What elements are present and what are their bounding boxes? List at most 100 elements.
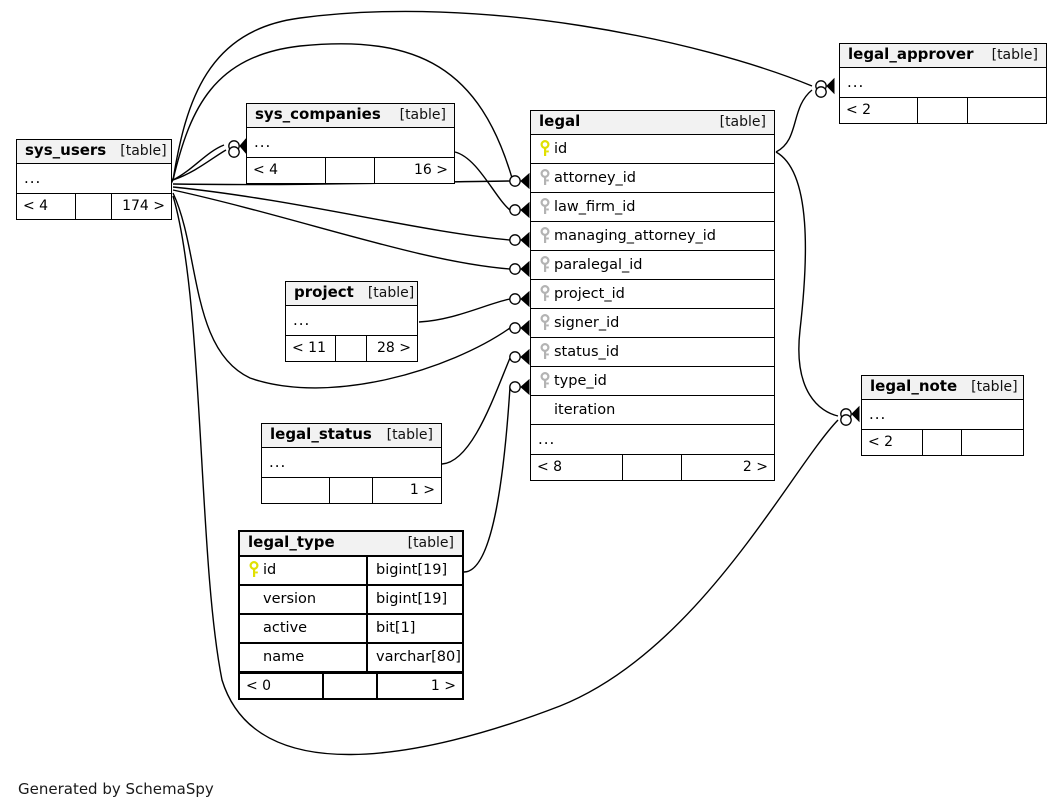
- primary-key-icon: [539, 139, 551, 158]
- table-legal-status[interactable]: legal_status [table] ... 1 >: [261, 423, 442, 504]
- column-name-cell: managing_attorney_id: [531, 226, 774, 245]
- column-row-id[interactable]: id: [531, 135, 774, 164]
- column-label: active: [263, 620, 308, 637]
- foreign-key-icon: [539, 342, 551, 361]
- table-footer: 1 >: [262, 476, 441, 503]
- column-label: attorney_id: [554, 169, 637, 186]
- primary-key-icon: [248, 561, 260, 579]
- footer-children-count: 1 >: [409, 482, 435, 499]
- column-row-status-id[interactable]: status_id: [531, 338, 774, 367]
- footer-parents-count: < 0: [240, 673, 325, 698]
- table-project[interactable]: project [table] ... < 11 28 >: [285, 281, 418, 362]
- column-row-id[interactable]: id bigint[19]: [240, 556, 462, 586]
- table-legal-approver[interactable]: legal_approver [table] ... < 2: [839, 43, 1047, 124]
- column-label: iteration: [554, 401, 616, 418]
- footer-middle: [918, 97, 968, 123]
- collapsed-columns-ellipsis: ...: [262, 448, 441, 478]
- table-name: sys_users: [25, 141, 107, 159]
- table-name: legal_status: [270, 425, 372, 443]
- foreign-key-icon: [539, 197, 551, 216]
- collapsed-columns-ellipsis: ...: [247, 128, 454, 158]
- footer-middle: [324, 673, 378, 698]
- column-name-cell: version: [240, 591, 366, 607]
- table-legal-note[interactable]: legal_note [table] ... < 2: [861, 375, 1024, 456]
- table-tag: [table]: [367, 284, 415, 301]
- foreign-key-icon: [539, 226, 551, 245]
- table-header-sys-companies: sys_companies [table]: [247, 104, 454, 128]
- column-label: type_id: [554, 372, 607, 389]
- column-row-name[interactable]: name varchar[80]: [240, 643, 462, 673]
- table-tag: [table]: [386, 426, 433, 443]
- column-name-cell: paralegal_id: [531, 255, 774, 274]
- column-row-type-id[interactable]: type_id: [531, 367, 774, 396]
- table-footer: < 2: [840, 96, 1046, 123]
- column-type: varchar[80]: [366, 643, 462, 671]
- column-row-project-id[interactable]: project_id: [531, 280, 774, 309]
- column-name-cell: signer_id: [531, 313, 774, 332]
- column-label: name: [263, 649, 305, 666]
- column-row-signer-id[interactable]: signer_id: [531, 309, 774, 338]
- table-name: legal_approver: [848, 45, 974, 63]
- column-name-cell: active: [240, 620, 366, 636]
- collapsed-columns-ellipsis: ...: [531, 425, 774, 455]
- table-legal[interactable]: legal [table] id attorney_id: [530, 110, 775, 481]
- footer-children-count: 1 >: [430, 677, 456, 694]
- column-label: project_id: [554, 285, 625, 302]
- table-sys-companies[interactable]: sys_companies [table] ... < 4 16 >: [246, 103, 455, 184]
- footer-children-count: 16 >: [414, 162, 448, 179]
- table-tag: [table]: [407, 534, 454, 551]
- column-name-cell: id: [531, 139, 774, 158]
- table-footer: < 2: [862, 428, 1023, 455]
- column-name-cell: type_id: [531, 371, 774, 390]
- footer-children-count: 174 >: [122, 198, 165, 215]
- footer-middle: [76, 193, 113, 219]
- table-footer: < 11 28 >: [286, 334, 417, 361]
- foreign-key-icon: [539, 284, 551, 303]
- table-name: legal_type: [248, 533, 335, 551]
- column-label: version: [263, 591, 317, 608]
- footer-parents-count: [262, 477, 331, 503]
- footer-children-count: [962, 430, 1023, 455]
- collapsed-columns-ellipsis: ...: [17, 164, 171, 194]
- table-header-legal-note: legal_note [table]: [862, 376, 1023, 400]
- foreign-key-icon: [539, 371, 551, 390]
- column-label: law_firm_id: [554, 198, 636, 215]
- table-legal-type[interactable]: legal_type [table] id bigint[19] version…: [238, 530, 464, 700]
- table-footer: < 4 16 >: [247, 156, 454, 183]
- footer-parents-count: < 11: [286, 335, 336, 361]
- table-header-legal: legal [table]: [531, 111, 774, 135]
- column-type: bigint[19]: [366, 585, 462, 613]
- footer-middle: [623, 454, 682, 480]
- column-label: id: [554, 140, 568, 157]
- footer-children-count: 28 >: [377, 340, 411, 357]
- footer-middle: [923, 429, 962, 455]
- table-sys-users[interactable]: sys_users [table] ... < 4 174 >: [16, 139, 172, 220]
- table-header-legal-type: legal_type [table]: [240, 532, 462, 557]
- table-name: project: [294, 283, 354, 301]
- footer-middle: [330, 477, 373, 503]
- footer-children-count: [968, 98, 1046, 123]
- footer-parents-count: < 4: [17, 193, 76, 219]
- column-row-version[interactable]: version bigint[19]: [240, 585, 462, 615]
- column-row-iteration[interactable]: iteration: [531, 396, 774, 425]
- footer-parents-count: < 8: [531, 454, 624, 480]
- footer-parents-count: < 2: [862, 429, 924, 455]
- table-tag: [table]: [399, 106, 446, 123]
- footer-middle: [326, 157, 376, 183]
- column-row-paralegal-id[interactable]: paralegal_id: [531, 251, 774, 280]
- generated-by-label: Generated by SchemaSpy: [18, 780, 214, 798]
- column-row-attorney-id[interactable]: attorney_id: [531, 164, 774, 193]
- footer-children-count: 2 >: [742, 459, 768, 476]
- column-row-active[interactable]: active bit[1]: [240, 614, 462, 644]
- column-row-law-firm-id[interactable]: law_firm_id: [531, 193, 774, 222]
- collapsed-columns-ellipsis: ...: [286, 306, 417, 336]
- table-name: sys_companies: [255, 105, 381, 123]
- table-header-legal-approver: legal_approver [table]: [840, 44, 1046, 68]
- table-name: legal: [539, 112, 581, 130]
- footer-parents-count: < 2: [840, 97, 919, 123]
- foreign-key-icon: [539, 168, 551, 187]
- column-row-managing-attorney-id[interactable]: managing_attorney_id: [531, 222, 774, 251]
- column-label: id: [263, 562, 277, 579]
- foreign-key-icon: [539, 255, 551, 274]
- table-footer: < 0 1 >: [240, 671, 462, 698]
